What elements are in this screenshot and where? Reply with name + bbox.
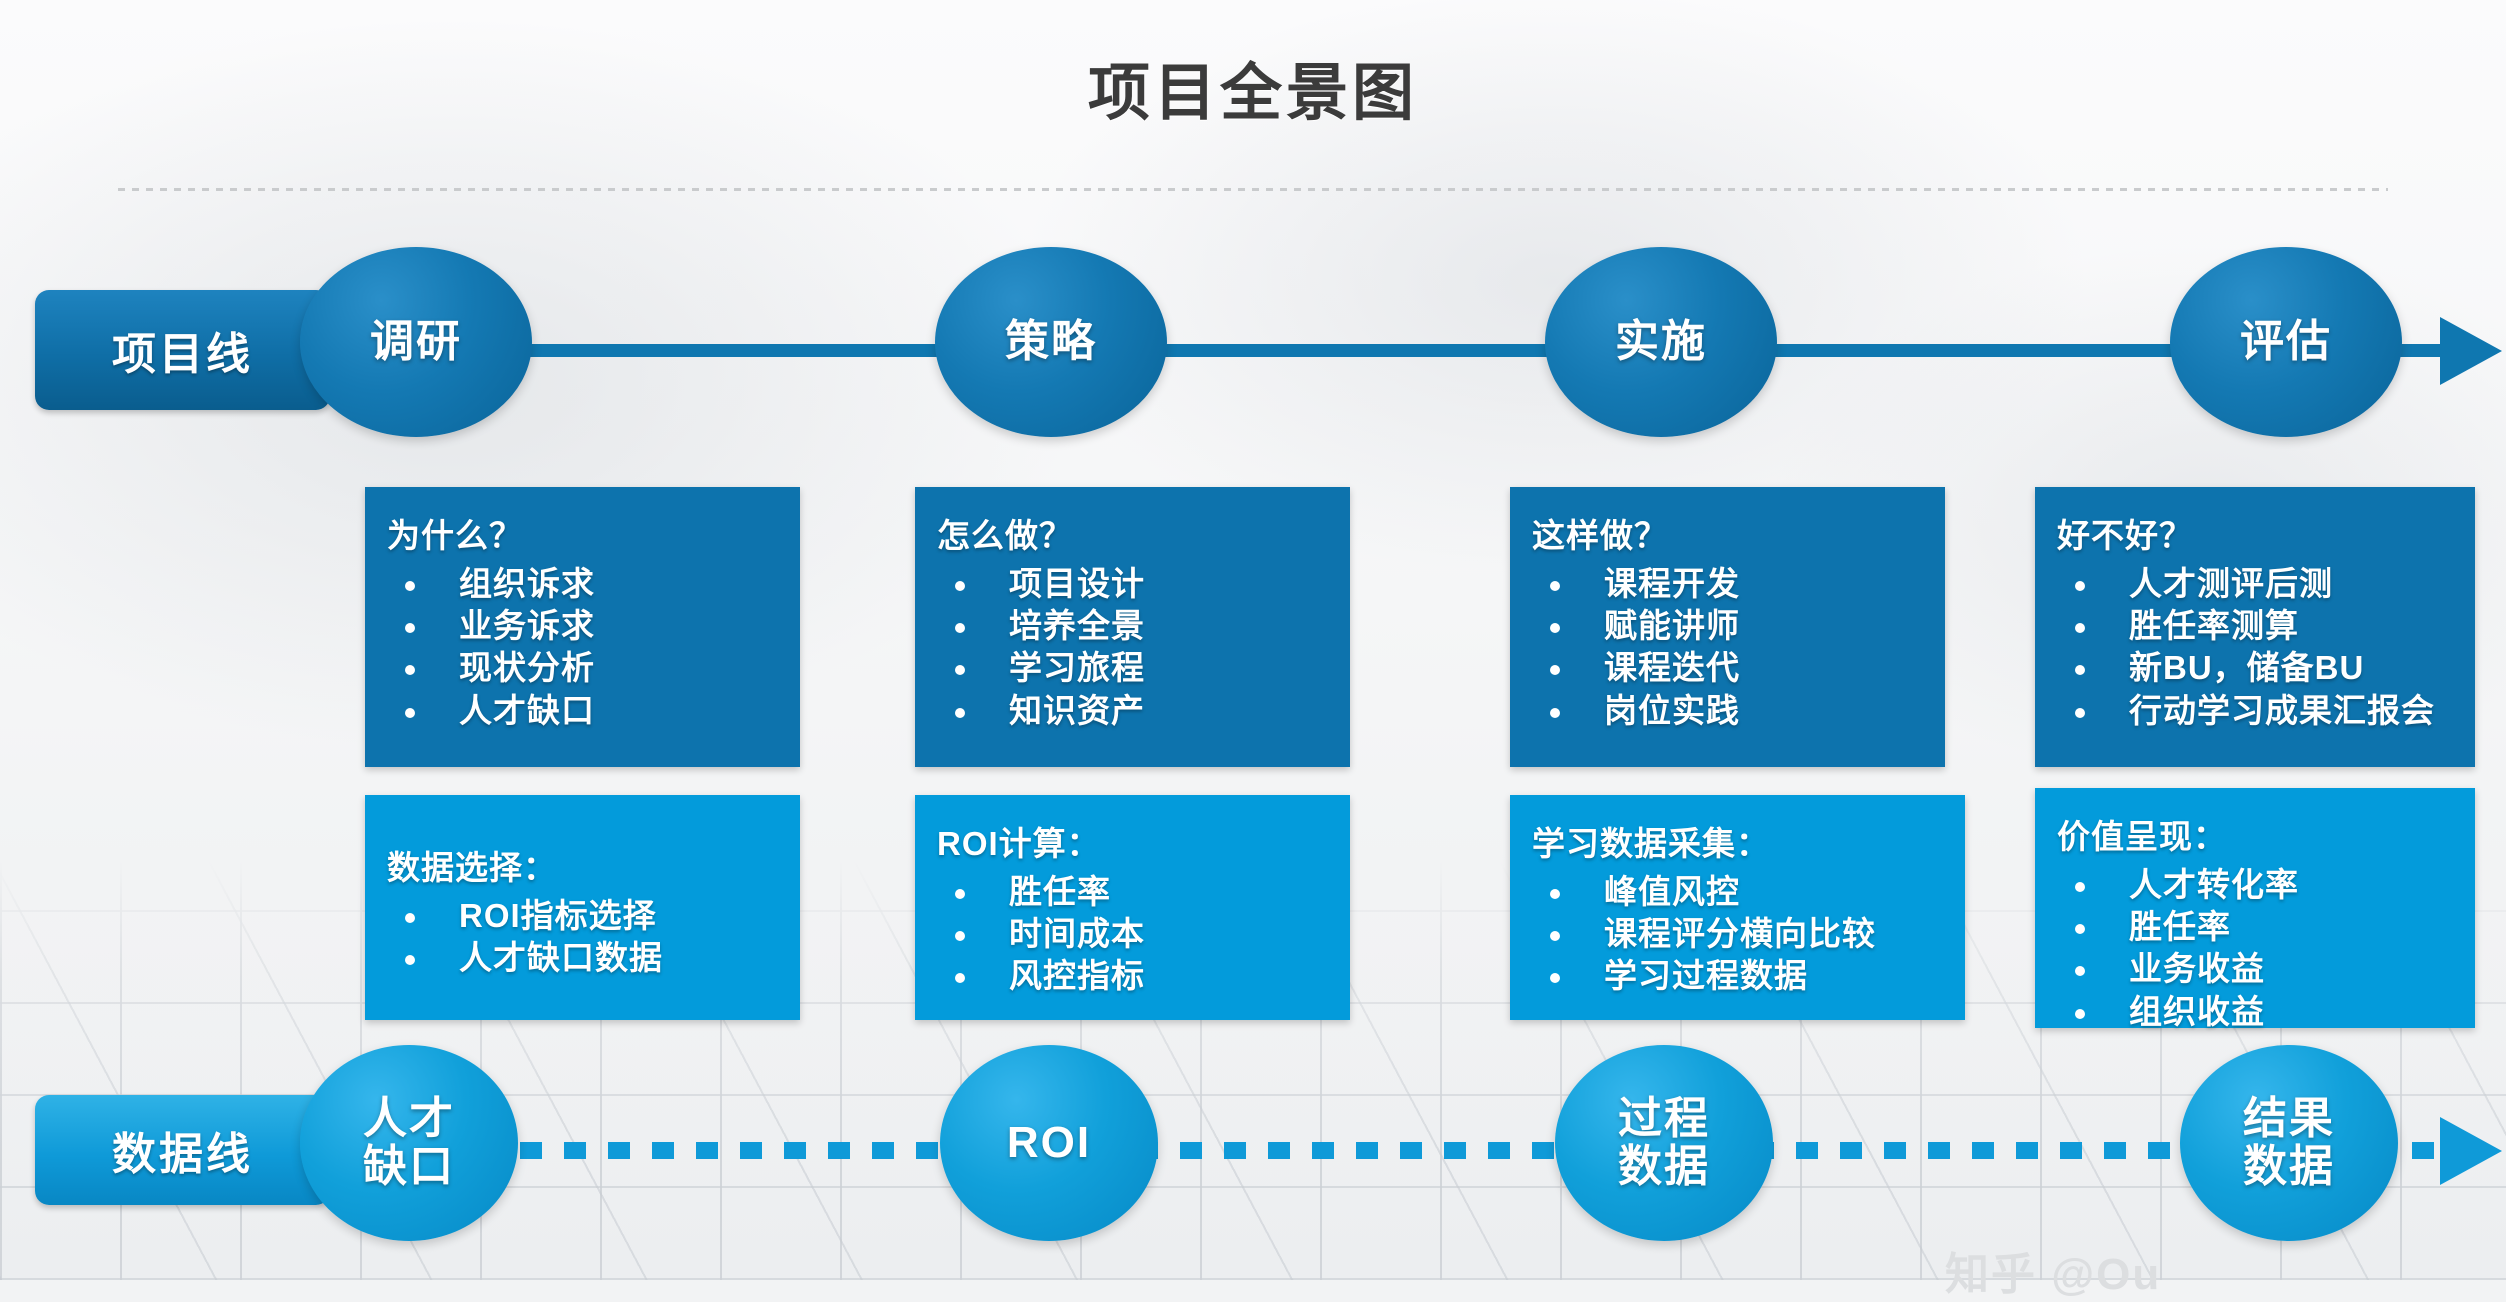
list-item: 新BU，储备BU — [2057, 647, 2455, 689]
list-item: 人才测评后测 — [2057, 563, 2455, 605]
dark-card-2[interactable]: 怎么做？ 项目设计 培养全景 学习旅程 知识资产 — [915, 487, 1350, 767]
dark-card-4-heading: 好不好？ — [2057, 517, 2193, 554]
project-timeline-line — [300, 344, 2460, 357]
list-item: 学习旅程 — [937, 647, 1330, 689]
data-node-3[interactable]: 过程 数据 — [1555, 1045, 1773, 1241]
list-item: 时间成本 — [937, 913, 1330, 955]
title-divider — [118, 188, 2388, 191]
dark-card-3[interactable]: 这样做？ 课程开发 赋能讲师 课程迭代 岗位实践 — [1510, 487, 1945, 767]
data-node-4-text: 结果 数据 — [2243, 1093, 2335, 1192]
list-item: 学习过程数据 — [1532, 955, 1945, 997]
project-node-3[interactable]: 实施 — [1545, 247, 1777, 437]
list-item: 人才转化率 — [2057, 864, 2455, 906]
data-node-2-line1: ROI — [1006, 1117, 1092, 1167]
dark-card-2-list: 项目设计 培养全景 学习旅程 知识资产 — [937, 563, 1330, 732]
light-card-1-heading: 数据选择： — [387, 849, 557, 886]
dark-card-3-heading: 这样做？ — [1532, 517, 1668, 554]
list-item: 岗位实践 — [1532, 690, 1925, 732]
data-node-2[interactable]: ROI — [940, 1045, 1158, 1241]
project-line-label: 项目线 — [35, 290, 330, 410]
dark-card-4[interactable]: 好不好？ 人才测评后测 胜任率测算 新BU，储备BU 行动学习成果汇报会 — [2035, 487, 2475, 767]
list-item: 人才缺口数据 — [387, 937, 780, 979]
data-node-3-line2: 数据 — [1618, 1142, 1710, 1191]
light-card-4[interactable]: 价值呈现： 人才转化率 胜任率 业务收益 组织收益 — [2035, 788, 2475, 1030]
dark-card-1-heading: 为什么？ — [387, 517, 523, 554]
dark-card-4-list: 人才测评后测 胜任率测算 新BU，储备BU 行动学习成果汇报会 — [2057, 563, 2455, 732]
dark-card-2-heading: 怎么做？ — [937, 517, 1073, 554]
light-card-1[interactable]: 数据选择： ROI指标选择 人才缺口数据 — [365, 795, 800, 1020]
project-node-1[interactable]: 调研 — [300, 247, 532, 437]
data-arrow-right-icon — [2440, 1117, 2502, 1185]
light-card-3[interactable]: 学习数据采集： 峰值风控 课程评分横向比较 学习过程数据 — [1510, 795, 1965, 1020]
dark-card-1[interactable]: 为什么？ 组织诉求 业务诉求 现状分析 人才缺口 — [365, 487, 800, 767]
light-card-2[interactable]: ROI计算： 胜任率 时间成本 风控指标 — [915, 795, 1350, 1020]
list-item: 业务诉求 — [387, 605, 780, 647]
data-node-1-line2: 缺口 — [363, 1142, 455, 1191]
light-card-1-list: ROI指标选择 人才缺口数据 — [387, 895, 780, 979]
project-node-4[interactable]: 评估 — [2170, 247, 2402, 437]
list-item: 知识资产 — [937, 690, 1330, 732]
light-card-3-heading: 学习数据采集： — [1532, 825, 1770, 862]
list-item: 现状分析 — [387, 647, 780, 689]
watermark: 知乎 @Ou — [1945, 1250, 2162, 1299]
list-item: 人才缺口 — [387, 690, 780, 732]
light-card-4-list: 人才转化率 胜任率 业务收益 组织收益 — [2057, 864, 2455, 1033]
list-item: 组织收益 — [2057, 991, 2455, 1033]
project-arrow-right-icon — [2440, 317, 2502, 385]
data-node-1-line1: 人才 — [363, 1093, 455, 1143]
list-item: 课程开发 — [1532, 563, 1925, 605]
data-node-1-text: 人才 缺口 — [363, 1093, 455, 1192]
list-item: 风控指标 — [937, 955, 1330, 997]
list-item: 培养全景 — [937, 605, 1330, 647]
list-item: 胜任率测算 — [2057, 605, 2455, 647]
data-node-4[interactable]: 结果 数据 — [2180, 1045, 2398, 1241]
list-item: 课程迭代 — [1532, 647, 1925, 689]
data-node-4-line2: 数据 — [2243, 1142, 2335, 1191]
list-item: 行动学习成果汇报会 — [2057, 690, 2455, 732]
list-item: 胜任率 — [937, 871, 1330, 913]
list-item: 赋能讲师 — [1532, 605, 1925, 647]
data-node-3-line1: 过程 — [1618, 1093, 1710, 1143]
dark-card-1-list: 组织诉求 业务诉求 现状分析 人才缺口 — [387, 563, 780, 732]
list-item: 项目设计 — [937, 563, 1330, 605]
data-node-2-text: ROI — [1006, 1117, 1092, 1167]
project-node-2[interactable]: 策略 — [935, 247, 1167, 437]
list-item: 课程评分横向比较 — [1532, 913, 1945, 955]
list-item: 峰值风控 — [1532, 871, 1945, 913]
dark-card-3-list: 课程开发 赋能讲师 课程迭代 岗位实践 — [1532, 563, 1925, 732]
light-card-4-heading: 价值呈现： — [2057, 818, 2227, 855]
list-item: ROI指标选择 — [387, 895, 780, 937]
list-item: 胜任率 — [2057, 906, 2455, 948]
data-node-3-text: 过程 数据 — [1618, 1093, 1710, 1192]
light-card-2-heading: ROI计算： — [937, 825, 1101, 862]
page-title: 项目全景图 — [1087, 59, 1418, 128]
data-node-4-line1: 结果 — [2243, 1093, 2335, 1143]
light-card-2-list: 胜任率 时间成本 风控指标 — [937, 871, 1330, 998]
list-item: 业务收益 — [2057, 948, 2455, 990]
data-node-1[interactable]: 人才 缺口 — [300, 1045, 518, 1241]
data-line-label: 数据线 — [35, 1095, 330, 1205]
light-card-3-list: 峰值风控 课程评分横向比较 学习过程数据 — [1532, 871, 1945, 998]
list-item: 组织诉求 — [387, 563, 780, 605]
data-timeline-line — [300, 1142, 2460, 1159]
